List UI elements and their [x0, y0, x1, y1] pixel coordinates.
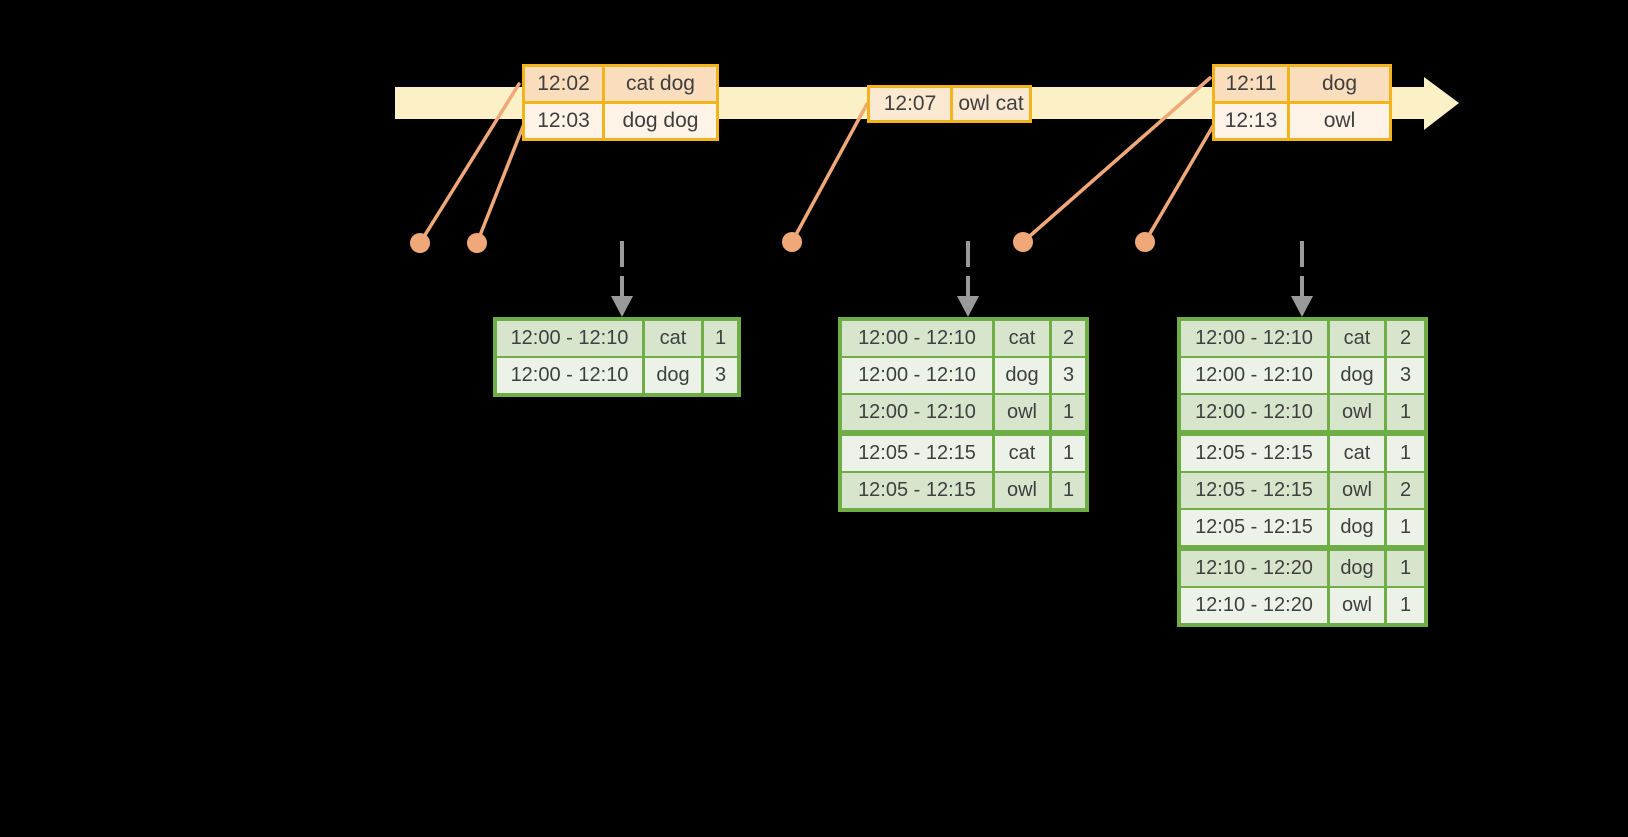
table-cell: 12:05 - 12:15	[858, 442, 976, 464]
table-row: 12:07 owl cat	[870, 88, 1029, 120]
timeline-arrowhead-icon	[1424, 77, 1459, 130]
table-cell: 12:11	[1225, 72, 1277, 95]
table-cell: 12:00 - 12:10	[1195, 327, 1313, 349]
leader-line	[475, 122, 526, 245]
table-cell: 12:02	[537, 72, 590, 95]
table-cell: owl	[992, 395, 1049, 430]
table-row: 12:11 dog	[1215, 67, 1389, 101]
table-row: 12:03 dog dog	[525, 101, 716, 138]
table-cell: 12:13	[1224, 109, 1278, 132]
event-dot	[1013, 232, 1033, 252]
table-cell: 12:00 - 12:10	[858, 327, 976, 349]
table-cell: 12:07	[883, 92, 937, 115]
leader-line	[418, 82, 521, 245]
leader-line	[1143, 124, 1215, 244]
table-cell: dog	[1327, 510, 1384, 545]
table-cell: 1	[1384, 395, 1424, 430]
table-cell: 12:05 - 12:15	[1195, 516, 1313, 538]
table-cell: 3	[1384, 358, 1424, 393]
table-cell: cat	[992, 321, 1049, 356]
event-table-3: 12:11 dog 12:13 owl	[1212, 64, 1392, 141]
table-cell: dog	[642, 358, 701, 393]
event-dot	[467, 233, 487, 253]
table-cell: 12:03	[537, 109, 590, 132]
table-cell: 2	[1384, 321, 1424, 356]
table-cell: 12:00 - 12:10	[858, 364, 976, 386]
table-cell: 1	[1384, 588, 1424, 623]
leader-line	[790, 102, 869, 244]
table-row: 12:13 owl	[1215, 101, 1389, 138]
table-cell: 12:05 - 12:15	[1195, 442, 1313, 464]
table-cell: 1	[1049, 436, 1085, 471]
table-cell: cat	[1327, 321, 1384, 356]
table-cell: dog	[1287, 67, 1389, 101]
table-cell: cat	[1327, 436, 1384, 471]
table-cell: 2	[1384, 473, 1424, 508]
table-cell: 12:10 - 12:20	[1195, 557, 1313, 579]
table-cell: owl cat	[950, 88, 1029, 120]
trigger-arrow-icon	[1291, 241, 1313, 317]
table-cell: cat	[992, 436, 1049, 471]
table-cell: 12:00 - 12:10	[858, 401, 976, 423]
event-dot	[410, 233, 430, 253]
table-cell: 1	[1049, 395, 1085, 430]
event-table-1: 12:02 cat dog 12:03 dog dog	[522, 64, 719, 141]
table-cell: dog	[1327, 551, 1384, 586]
table-cell: 12:00 - 12:10	[510, 327, 629, 349]
table-cell: cat dog	[602, 67, 716, 101]
table-cell: owl	[992, 473, 1049, 508]
table-cell: 2	[1049, 321, 1085, 356]
table-cell: 1	[701, 321, 737, 356]
table-cell: owl	[1327, 588, 1384, 623]
table-cell: owl	[1287, 104, 1389, 138]
table-cell: cat	[642, 321, 701, 356]
table-cell: dog	[992, 358, 1049, 393]
trigger-arrow-icon	[611, 241, 633, 317]
table-cell: 1	[1384, 510, 1424, 545]
table-cell: 12:00 - 12:10	[510, 364, 629, 386]
table-cell: 3	[1049, 358, 1085, 393]
table-cell: owl	[1327, 395, 1384, 430]
table-cell: 3	[701, 358, 737, 393]
trigger-arrow-icon	[957, 241, 979, 317]
table-cell: 1	[1049, 473, 1085, 508]
table-row: 12:02 cat dog	[525, 67, 716, 101]
table-cell: dog dog	[602, 104, 716, 138]
event-dot	[1135, 232, 1155, 252]
table-cell: 12:05 - 12:15	[858, 479, 976, 501]
table-cell: 12:00 - 12:10	[1195, 364, 1313, 386]
event-table-2: 12:07 owl cat	[867, 85, 1032, 123]
table-cell: 12:10 - 12:20	[1195, 594, 1313, 616]
event-dot	[782, 232, 802, 252]
leader-line	[1021, 76, 1212, 244]
table-cell: dog	[1327, 358, 1384, 393]
table-cell: 12:05 - 12:15	[1195, 479, 1313, 501]
table-cell: owl	[1327, 473, 1384, 508]
table-cell: 12:00 - 12:10	[1195, 401, 1313, 423]
table-cell: 1	[1384, 436, 1424, 471]
table-cell: 1	[1384, 551, 1424, 586]
